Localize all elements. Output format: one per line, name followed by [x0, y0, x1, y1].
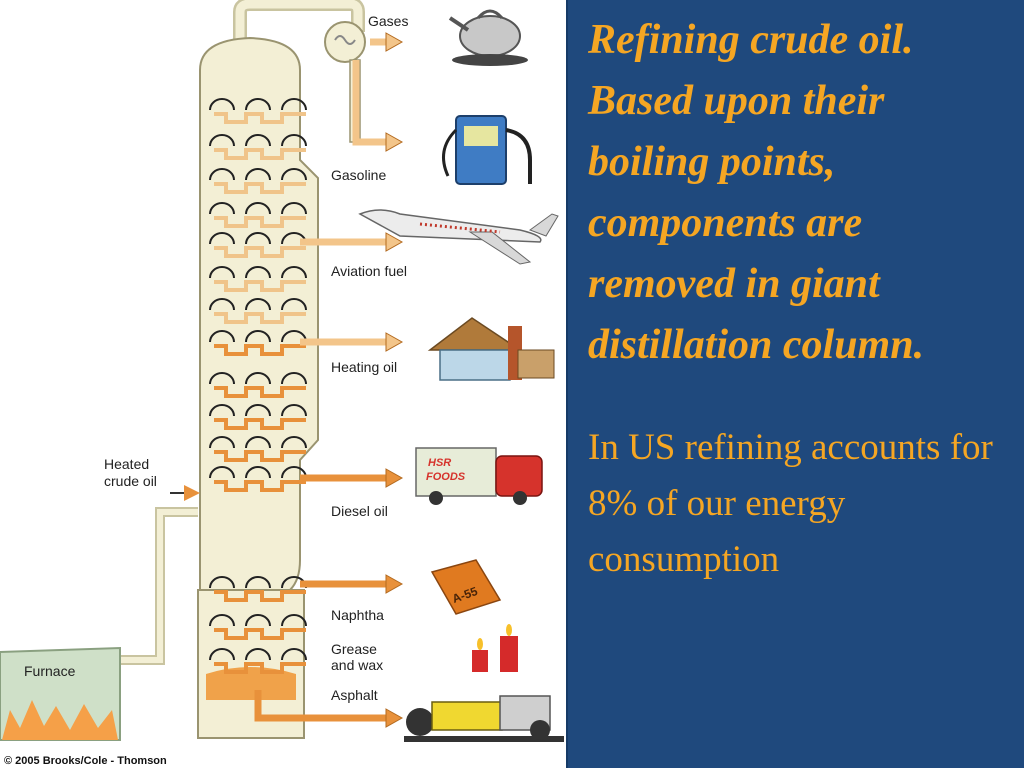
- fraction-label: and wax: [331, 657, 383, 673]
- road-roller-icon: [404, 695, 564, 742]
- slide-heading: Refining crude oil. Based upon their boi…: [588, 17, 925, 368]
- gas-can-icon: A-55: [430, 559, 502, 615]
- fraction-label: Gases: [368, 13, 408, 29]
- fraction-label: Naphtha: [331, 607, 384, 623]
- tray: [214, 628, 306, 640]
- gas-pump-icon: [442, 115, 532, 185]
- fraction-label: Aviation fuel: [331, 263, 407, 279]
- fraction-label: Diesel oil: [331, 503, 388, 519]
- input-label-1: Heated: [104, 456, 149, 472]
- truck-icon: HSR FOODS: [415, 447, 543, 505]
- tray: [214, 450, 306, 462]
- fraction-arrow: [352, 60, 388, 146]
- candles-icon: [472, 624, 518, 672]
- input-label-2: crude oil: [104, 473, 157, 489]
- column-trays: [209, 98, 307, 674]
- tray: [214, 344, 306, 356]
- arrow-head: [385, 708, 404, 728]
- fraction-arrows: [254, 32, 404, 728]
- tray: [214, 312, 306, 324]
- text-panel: Refining crude oil. Based upon their boi…: [588, 10, 1008, 588]
- fraction-label: Heating oil: [331, 359, 397, 375]
- tray: [214, 280, 306, 292]
- tray: [214, 246, 306, 258]
- fraction-label: Gasoline: [331, 167, 386, 183]
- truck-text-1: HSR: [428, 457, 451, 469]
- fraction-label: Asphalt: [331, 687, 378, 703]
- kettle-icon: [448, 9, 528, 66]
- fraction-arrow: [254, 690, 388, 722]
- arrow-head: [385, 332, 404, 352]
- house-icon: [427, 317, 555, 381]
- tray: [214, 216, 306, 228]
- fraction-label: Grease: [331, 641, 377, 657]
- slide-body: In US refining accounts for 8% of our en…: [588, 427, 993, 580]
- truck-text-2: FOODS: [426, 471, 466, 483]
- furnace-flames: [2, 700, 118, 740]
- arrow-head: [385, 232, 404, 252]
- arrow-head: [385, 132, 404, 152]
- tray: [214, 386, 306, 398]
- arrow-head: [385, 468, 404, 488]
- divider: [566, 0, 568, 768]
- arrow-head: [385, 574, 404, 594]
- tray: [214, 480, 306, 492]
- condenser: [324, 21, 366, 63]
- tray: [214, 418, 306, 430]
- tray: [214, 112, 306, 124]
- arrow-head: [385, 32, 404, 52]
- asphalt-pool: [206, 667, 296, 700]
- tray: [214, 182, 306, 194]
- tray: [214, 662, 306, 674]
- airplane-icon: [358, 209, 559, 265]
- tray: [214, 590, 306, 602]
- copyright: © 2005 Brooks/Cole - Thomson: [4, 755, 167, 767]
- furnace-label: Furnace: [24, 663, 76, 679]
- tray: [214, 148, 306, 160]
